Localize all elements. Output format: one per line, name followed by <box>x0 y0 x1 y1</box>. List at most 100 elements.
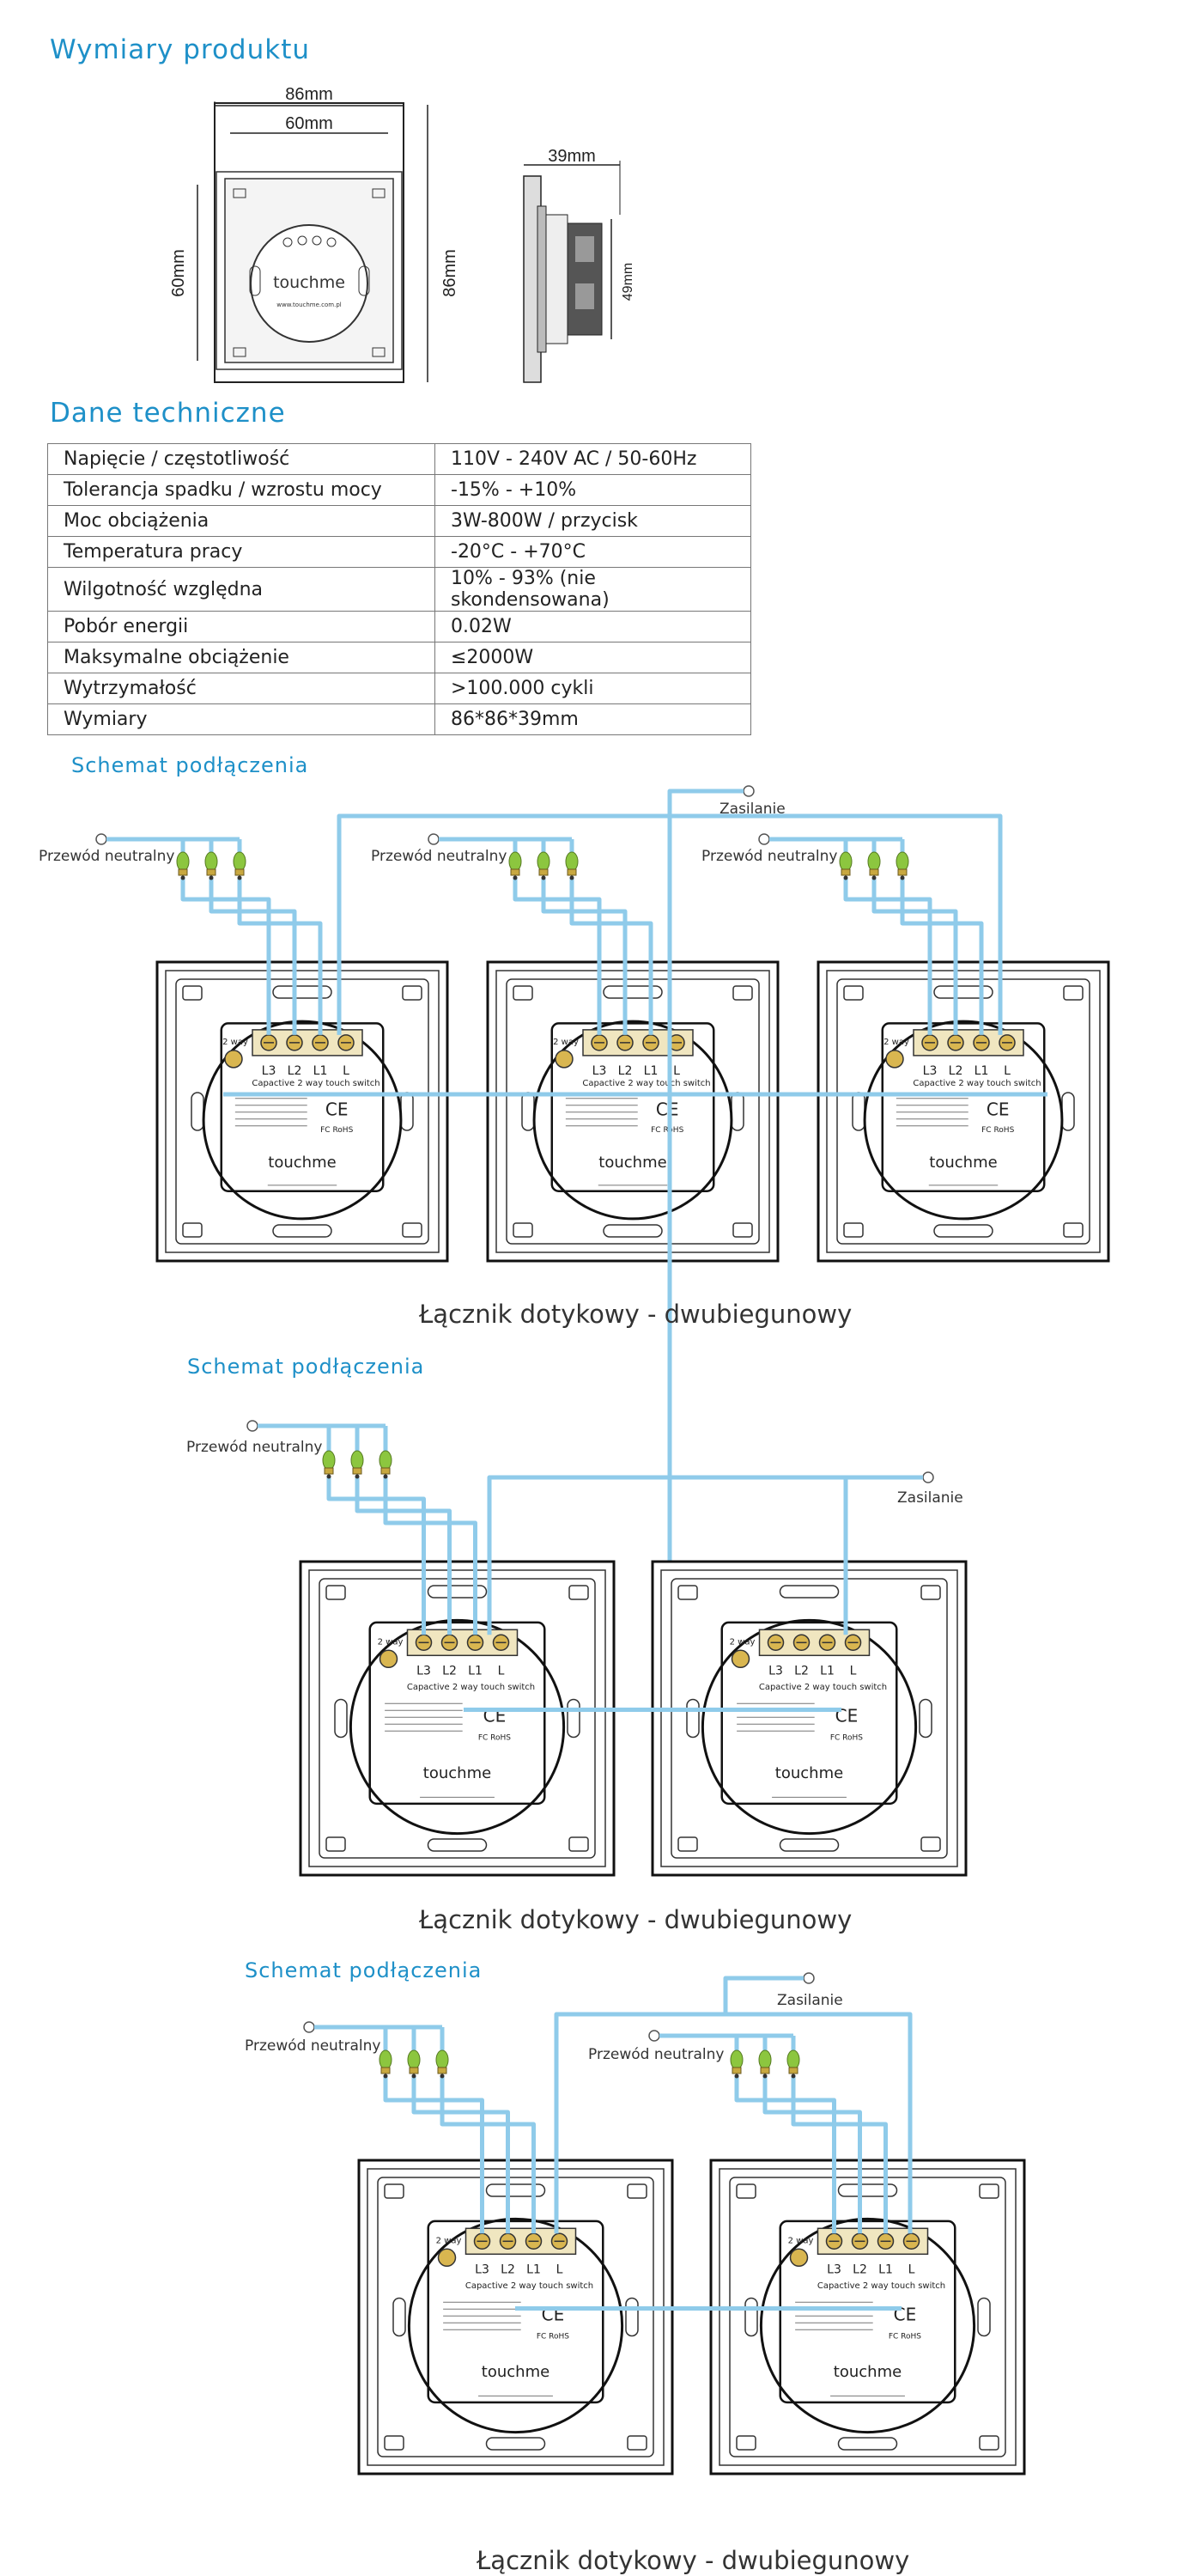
bulb-tip <box>843 875 848 880</box>
module-frame <box>550 1022 715 1192</box>
bulb-icon <box>435 2049 449 2079</box>
bulb-tip <box>355 1474 360 1479</box>
bulb-glass <box>730 2049 744 2070</box>
bulb-base <box>869 868 879 876</box>
tech-title: Dane techniczne <box>50 398 286 429</box>
clip-bottom <box>485 2437 546 2451</box>
bulb-tip <box>180 875 185 880</box>
rohs-mark: FC RoHS <box>651 1126 683 1135</box>
clip-bottom <box>272 1224 332 1238</box>
way-screw <box>885 1050 904 1069</box>
way-screw <box>379 1649 398 1669</box>
module-circle <box>701 1618 918 1836</box>
bulb-base <box>324 1467 334 1475</box>
bulb-icon <box>896 851 909 880</box>
screw-hole <box>568 1585 589 1600</box>
way-label: 2 way <box>553 1038 579 1047</box>
bulb-glass <box>233 851 246 872</box>
terminal-label: L3 <box>768 1664 783 1678</box>
rohs-mark: FC RoHS <box>830 1733 863 1742</box>
bulb-base <box>732 2067 742 2074</box>
clip-bottom <box>933 1224 993 1238</box>
screw-hole <box>325 1836 346 1852</box>
bulb-glass <box>435 2049 449 2070</box>
product-label: Capactive 2 way touch switch <box>759 1683 887 1692</box>
module-frame <box>881 1022 1046 1192</box>
wire <box>871 879 958 1035</box>
screw-hole <box>627 2183 647 2199</box>
diagram-2-power: Zasilanie <box>897 1489 963 1507</box>
bulb-icon <box>204 851 218 880</box>
terminal-label: L1 <box>975 1064 989 1078</box>
way-label: 2 way <box>883 1038 909 1047</box>
bulb-base <box>897 868 908 876</box>
clip-top <box>837 2183 898 2197</box>
bulb-tip <box>762 2074 768 2079</box>
ce-mark: CE <box>656 1099 679 1119</box>
wire <box>383 2077 484 2234</box>
clip-bottom <box>779 1838 840 1852</box>
screw-hole <box>182 985 203 1001</box>
clip-bottom <box>603 1224 663 1238</box>
bulb-icon <box>379 2049 392 2079</box>
wire-node <box>743 785 755 797</box>
bulb-tip <box>209 875 214 880</box>
terminal-label: L1 <box>878 2262 893 2276</box>
bulb-base <box>234 868 245 876</box>
wire-node <box>428 833 440 845</box>
table-row: Temperatura pracy-20°C - +70°C <box>47 536 751 568</box>
diagram-1-neutral-a: Przewód neutralny <box>39 848 175 865</box>
way-label: 2 way <box>222 1038 248 1047</box>
wire <box>734 2077 836 2234</box>
screw-hole <box>513 985 533 1001</box>
product-label: Capactive 2 way touch switch <box>407 1683 535 1692</box>
diagram-2-caption: Łącznik dotykowy - dwubiegunowy <box>419 1905 853 1934</box>
module-circle <box>532 1020 733 1221</box>
terminal-label: L2 <box>618 1064 633 1078</box>
depth-inner-label: 49mm <box>621 263 635 301</box>
wire <box>726 2012 913 2234</box>
clip-bottom <box>427 1838 488 1852</box>
bulb-glass <box>322 1450 336 1471</box>
way-screw <box>731 1649 750 1669</box>
screw-hole <box>384 2183 404 2199</box>
terminal-label: L3 <box>827 2262 841 2276</box>
bulb-glass <box>537 851 550 872</box>
bulb-base <box>538 868 549 876</box>
bulb-icon <box>379 1450 392 1479</box>
bulb-tip <box>237 875 242 880</box>
brand-logo: touchme <box>929 1154 997 1172</box>
bulb-glass <box>508 851 522 872</box>
wire <box>541 879 628 1035</box>
wire <box>209 879 297 1035</box>
slot-right <box>919 1698 932 1739</box>
bulb-base <box>567 868 577 876</box>
diagram-1-neutral-c: Przewód neutralny <box>701 848 838 865</box>
bulb-icon <box>508 851 522 880</box>
wire-node <box>303 2021 315 2033</box>
module-frame <box>720 1621 898 1806</box>
screw-hole <box>920 1836 941 1852</box>
module-circle <box>202 1020 403 1221</box>
wire <box>670 813 1003 1035</box>
ce-mark: CE <box>987 1099 1010 1119</box>
diagram-3-neutral-b: Przewód neutralny <box>588 2046 725 2063</box>
screw-hole <box>736 2183 756 2199</box>
bulb-icon <box>730 2049 744 2079</box>
terminal-label: L2 <box>949 1064 963 1078</box>
bulb-tip <box>383 1474 388 1479</box>
screw-hole <box>732 985 753 1001</box>
wire-node <box>803 1972 815 1984</box>
wire <box>440 2077 536 2234</box>
brand-website-dim: www.touchme.com.pl <box>276 301 341 308</box>
bulb-glass <box>204 851 218 872</box>
slot-left <box>686 1698 700 1739</box>
way-screw <box>437 2248 457 2268</box>
wire-node <box>758 833 770 845</box>
